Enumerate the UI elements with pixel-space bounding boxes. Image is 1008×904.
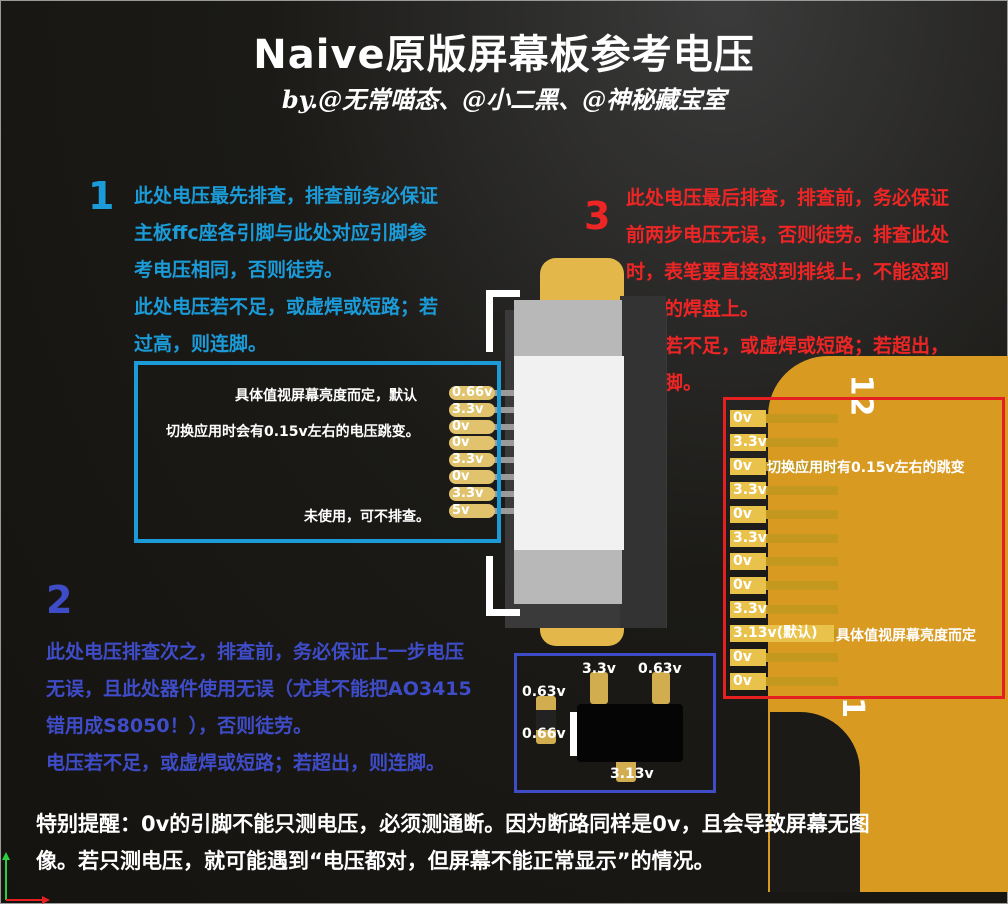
- section2-note: 此处电压排查次之，排查前，务必保证上一步电压 无误，且此处器件使用无误（尤其不能…: [46, 634, 516, 782]
- connector-top-bracket: [514, 300, 622, 362]
- flex-trace: [766, 677, 838, 686]
- section3-line: 电压若不足，或虚焊或短路；若超出，: [626, 335, 950, 357]
- volt-top-right: 0.63v: [638, 661, 682, 677]
- page-subtitle: by.@无常喵态、@小二黑、@神秘藏宝室: [281, 85, 727, 114]
- flex-trace: [766, 557, 838, 566]
- section3-line: 板子的焊盘上。: [626, 298, 760, 320]
- page-title: Naive原版屏幕板参考电压: [253, 32, 755, 78]
- section2-number: 2: [46, 578, 73, 622]
- section3-highlight-box: [723, 397, 1005, 699]
- warning-line: 像。若只测电压，就可能遇到“电压都对，但屏幕不能正常显示”的情况。: [36, 849, 715, 873]
- warning-note: 特别提醒：0v的引脚不能只测电压，必须测通断。因为断路同样是0v，且会导致屏幕无…: [36, 806, 986, 880]
- section3-pad-voltage: 3.3v: [730, 434, 767, 451]
- flex-trace: [766, 462, 838, 471]
- section1-label-unused: 未使用，可不排查。: [304, 509, 430, 525]
- section1-pin-voltage: 3.3v: [449, 403, 495, 417]
- flex-trace: [766, 414, 838, 423]
- connector-pin-lead: [494, 440, 514, 446]
- section2-line: 错用成S8050！），否则徒劳。: [46, 715, 313, 737]
- section1-note: 此处电压最先排查，排查前务必保证 主板ffc座各引脚与此处对应引脚参 考电压相同…: [134, 178, 438, 363]
- volt-bottom: 3.13v: [610, 766, 654, 782]
- section3-pad-voltage: 0v: [730, 410, 766, 427]
- flex-trace: [766, 534, 838, 543]
- resistor-body: [536, 710, 556, 730]
- connector-pin-lead: [494, 508, 514, 514]
- section1-pin-voltage: 0v: [449, 436, 495, 450]
- section3-pad-voltage: 0v: [730, 458, 766, 475]
- volt-top-left: 3.3v: [582, 661, 616, 677]
- flex-trace: [766, 581, 838, 590]
- mosfet-pin-top-left: [590, 672, 608, 704]
- section3-pad-voltage: 3.13v(默认): [730, 625, 834, 642]
- volt-left-upper: 0.63v: [522, 684, 566, 700]
- section1-line: 此处电压若不足，或虚焊或短路；若: [134, 296, 439, 318]
- connector-corner-bottom: [486, 556, 520, 616]
- axis-gizmo-icon: [2, 852, 50, 904]
- section3-pin-note-brightness: 具体值视屏幕亮度而定: [836, 628, 976, 644]
- flex-trace: [766, 653, 838, 662]
- section3-pad-voltage: 0v: [730, 553, 766, 570]
- mosfet-body: [577, 704, 683, 762]
- pin-number-1: 1: [834, 697, 870, 718]
- section3-number: 3: [584, 194, 611, 238]
- section1-line: 考电压相同，否则徒劳。: [134, 259, 344, 281]
- section2-line: 此处电压排查次之，排查前，务必保证上一步电压: [46, 641, 465, 663]
- section1-pin-voltage: 0v: [449, 470, 495, 484]
- connector-pin-lead: [494, 457, 514, 463]
- connector-pin-lead: [494, 424, 514, 430]
- section3-line: 时，表笔要直接怼到排线上，不能怼到: [626, 261, 950, 283]
- section1-line: 主板ffc座各引脚与此处对应引脚参: [134, 222, 427, 244]
- section3-pad-voltage: 0v: [730, 649, 766, 666]
- section3-pad-voltage: 0v: [730, 506, 766, 523]
- mosfet-marker: [570, 712, 577, 756]
- section3-line: 此处电压最后排查，排查前，务必保证: [626, 187, 950, 209]
- flex-trace: [766, 605, 838, 614]
- connector-latch: [620, 296, 666, 628]
- connector-pin-lead: [494, 491, 514, 497]
- connector-bottom-bracket: [514, 546, 622, 604]
- section1-pin-voltage: 0.66v: [449, 386, 495, 400]
- flex-trace: [766, 486, 838, 495]
- section3-pad-voltage: 0v: [730, 577, 766, 594]
- connector-pin-lead: [494, 390, 514, 396]
- section3-line: 前两步电压无误，否则徒劳。排查此处: [626, 224, 950, 246]
- flex-trace: [766, 438, 838, 447]
- section1-number: 1: [88, 174, 115, 218]
- volt-left-lower: 0.66v: [522, 726, 566, 742]
- connector-pin-lead: [494, 474, 514, 480]
- flex-cable-cutout: [770, 712, 860, 892]
- connector-corner-top: [486, 290, 520, 352]
- connector-body: [514, 356, 624, 550]
- section1-line: 过高，则连脚。: [134, 333, 268, 355]
- mosfet-pin-top-right: [652, 672, 670, 704]
- section1-label-jump: 切换应用时会有0.15v左右的电压跳变。: [166, 424, 420, 440]
- section2-highlight-box: [514, 653, 716, 793]
- section1-label-brightness: 具体值视屏幕亮度而定，默认: [235, 388, 417, 404]
- section2-line: 电压若不足，或虚焊或短路；若超出，则连脚。: [46, 752, 446, 774]
- section1-highlight-box: [134, 361, 501, 543]
- section3-pin-note-jump: 切换应用时有0.15v左右的跳变: [767, 460, 965, 476]
- section3-pad-voltage: 3.3v: [730, 530, 767, 547]
- section2-line: 无误，且此处器件使用无误（尤其不能把AO3415: [46, 678, 472, 700]
- section1-pin-voltage: 5v: [449, 504, 495, 518]
- warning-line: 特别提醒：0v的引脚不能只测电压，必须测通断。因为断路同样是0v，且会导致屏幕无…: [36, 812, 870, 836]
- section1-pin-voltage: 3.3v: [449, 487, 495, 501]
- section3-pad-voltage: 3.3v: [730, 482, 767, 499]
- connector-pin-lead: [494, 407, 514, 413]
- section1-line: 此处电压最先排查，排查前务必保证: [134, 185, 439, 207]
- flex-trace: [766, 510, 838, 519]
- section1-pin-voltage: 3.3v: [449, 453, 495, 467]
- section3-pad-voltage: 3.3v: [730, 601, 767, 618]
- section3-pad-voltage: 0v: [730, 673, 766, 690]
- section1-pin-voltage: 0v: [449, 420, 495, 434]
